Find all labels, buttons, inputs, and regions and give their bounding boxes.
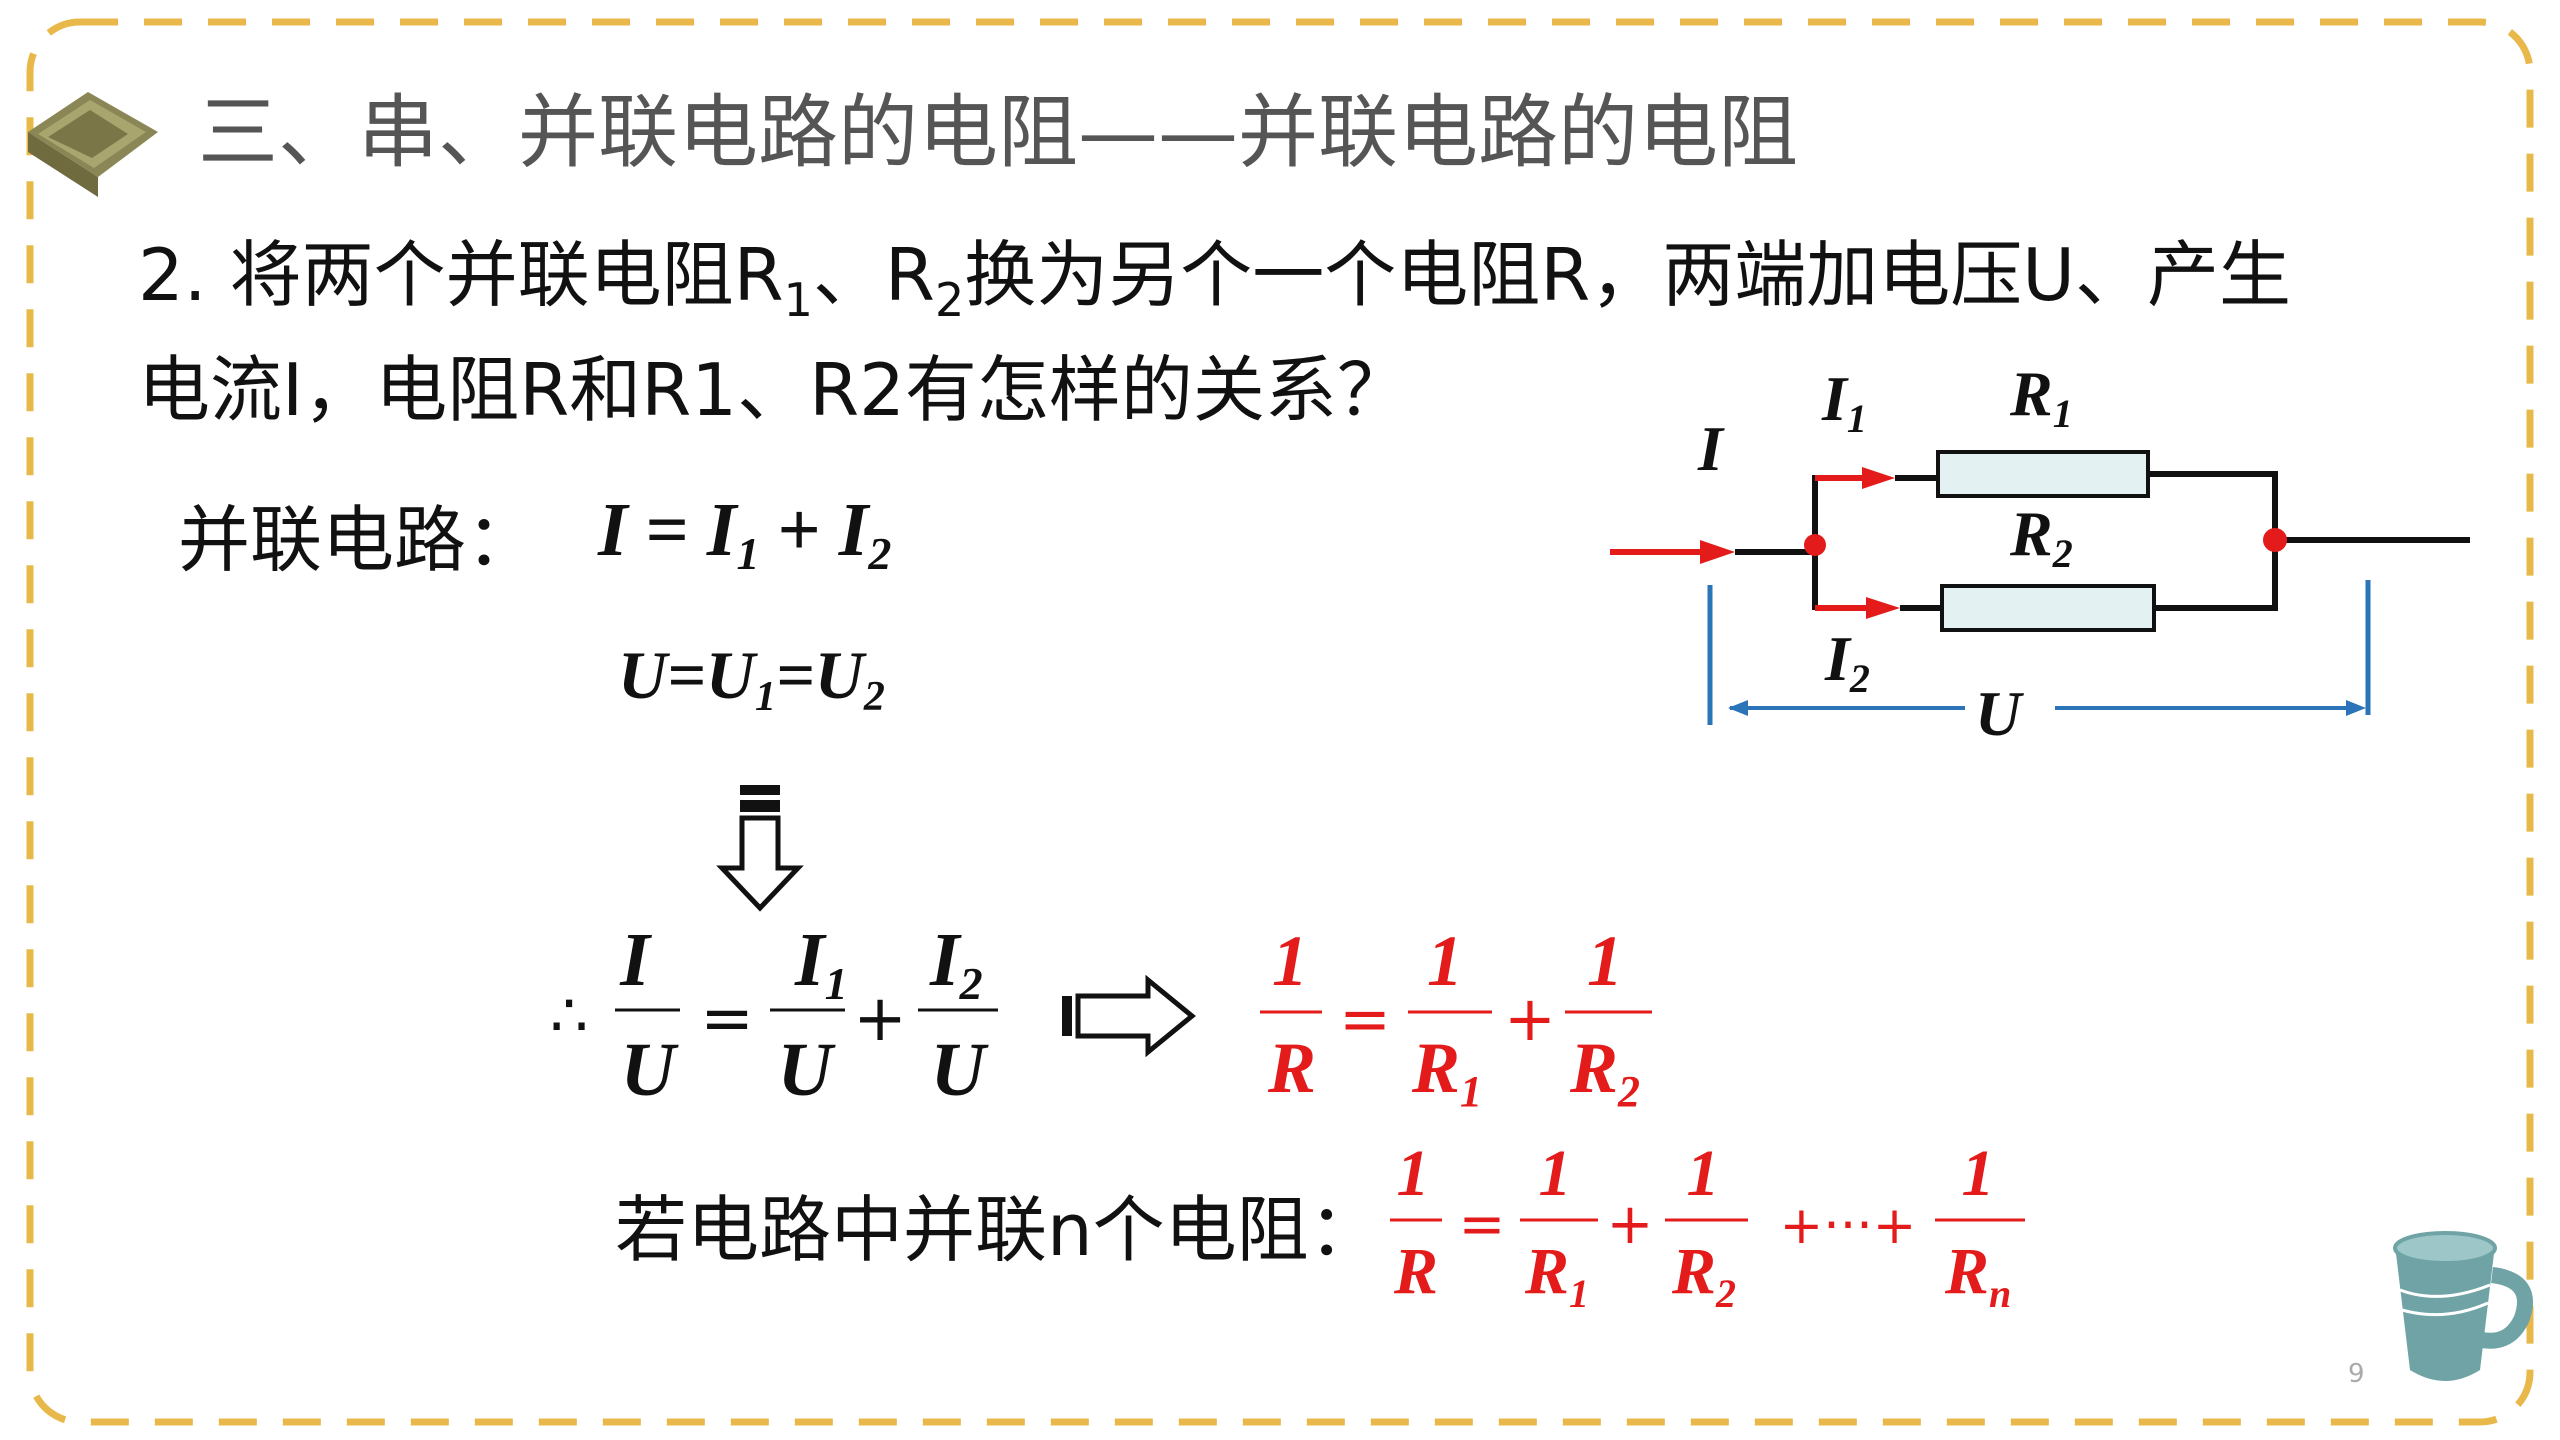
general-equation: 1 R = 1 R1 + 1 R2 +···+ 1 Rn [1390, 1137, 2025, 1316]
res2-den: R2 [1569, 1028, 1640, 1116]
frac-eq-sign: = [700, 982, 754, 1056]
fraction-equation: ∴ I U = I1 U + I2 U [550, 918, 998, 1112]
therefore-symbol: ∴ [550, 981, 588, 1051]
label-R1: R1 [2009, 358, 2073, 436]
label-I2: I2 [1824, 623, 1870, 701]
frac1-den: U [778, 1028, 837, 1112]
q1-part-a: 2. 将两个并联电阻R [138, 233, 784, 317]
q1-part-b: 、R [813, 233, 935, 317]
gen-plus-sign: + [1607, 1192, 1654, 1257]
current-equation: I=I1+I2 [597, 488, 891, 579]
gen-eq-sign: = [1459, 1192, 1506, 1257]
gen0-num: 1 [1397, 1137, 1430, 1210]
res0-num: 1 [1272, 921, 1308, 1001]
down-arrow-icon [716, 785, 804, 912]
gen-dots: +···+ [1780, 1196, 1917, 1256]
book-icon [28, 92, 158, 197]
gen0-den: R [1393, 1235, 1438, 1308]
gen1-den: R1 [1524, 1235, 1589, 1316]
gen3-den: Rn [1944, 1235, 2011, 1316]
dashed-border [26, 18, 2534, 1426]
gen2-den: R2 [1671, 1235, 1736, 1316]
voltage-equation: U=U1=U2 [618, 637, 885, 720]
q1-sub-1: 1 [784, 273, 813, 327]
general-label: 若电路中并联n个电阻： [615, 1188, 1381, 1272]
right-arrow-icon [1062, 974, 1196, 1058]
gen3-num: 1 [1962, 1137, 1995, 1210]
res1-num: 1 [1427, 921, 1463, 1001]
gen1-num: 1 [1539, 1137, 1572, 1210]
teacup-icon [2393, 1231, 2533, 1381]
label-R2: R2 [2009, 498, 2073, 576]
label-U: U [1975, 678, 2024, 749]
question-line-2: 电流I，电阻R和R1、R2有怎样的关系？ [138, 348, 1409, 432]
q1-sub-2: 2 [935, 273, 964, 327]
parallel-circuit-diagram: I I1 R1 R2 I2 U [1610, 358, 2470, 749]
res1-den: R1 [1411, 1028, 1482, 1116]
node-right [2263, 528, 2287, 552]
slide-title: 三、串、并联电路的电阻——并联电路的电阻 [198, 86, 1798, 179]
question-line-1: 2. 将两个并联电阻R1、R2换为另个一个电阻R，两端加电压U、产生 [138, 233, 2291, 327]
page-number: 9 [2348, 1359, 2365, 1389]
res-plus-sign: + [1504, 982, 1556, 1055]
res0-den: R [1267, 1028, 1316, 1108]
frac2-den: U [931, 1028, 990, 1112]
label-I1: I1 [1821, 363, 1867, 441]
res2-num: 1 [1587, 921, 1623, 1001]
gen2-num: 1 [1687, 1137, 1720, 1210]
frac0-num: I [619, 918, 652, 1002]
node-left [1804, 534, 1826, 556]
frac-plus-sign: + [853, 982, 907, 1056]
resistor-r1 [1936, 450, 2150, 498]
frac0-den: U [621, 1028, 680, 1112]
label-I: I [1697, 413, 1725, 484]
frac2-num: I2 [929, 918, 983, 1009]
parallel-label: 并联电路： [178, 498, 538, 582]
resistor-r2 [1940, 584, 2156, 632]
result-equation: 1 R = 1 R1 + 1 R2 [1260, 921, 1652, 1116]
q1-part-c: 换为另个一个电阻R，两端加电压U、产生 [964, 233, 2291, 317]
res-eq-sign: = [1339, 982, 1391, 1055]
frac1-num: I1 [794, 918, 848, 1009]
